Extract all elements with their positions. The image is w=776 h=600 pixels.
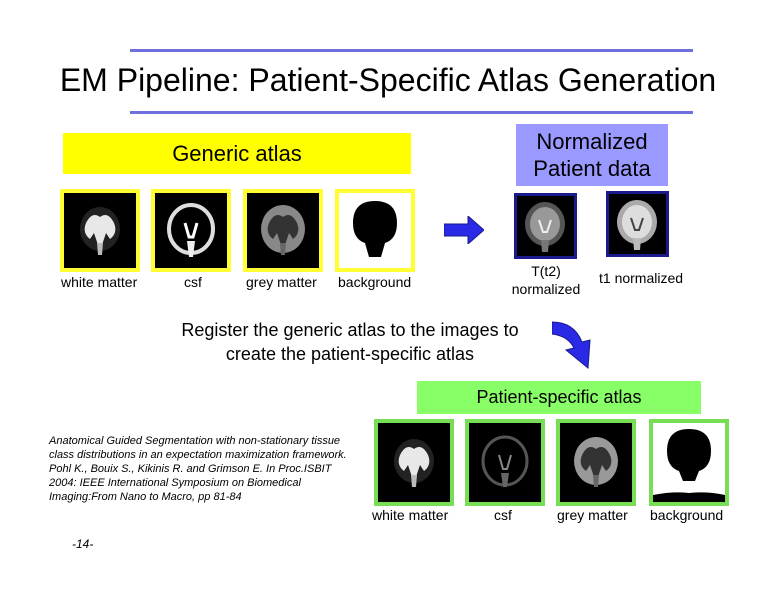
patient-white-matter-image — [374, 419, 454, 506]
citation-line: 2004: IEEE International Symposium on Bi… — [49, 477, 301, 489]
generic-caption-grey-matter: grey matter — [246, 274, 317, 290]
generic-atlas-label: Generic atlas — [63, 133, 411, 174]
patient-grey-matter-image — [556, 419, 636, 506]
t2-normalized-image — [514, 193, 577, 259]
patient-caption-csf: csf — [494, 507, 512, 523]
generic-grey-matter-image — [243, 189, 323, 272]
patient-csf-image — [465, 419, 545, 506]
t2-caption-line2: normalized — [511, 281, 581, 297]
citation-line: Imaging:From Nano to Macro, pp 81-84 — [49, 491, 242, 503]
citation-line: class distributions in an expectation ma… — [49, 449, 347, 461]
citation: Anatomical Guided Segmentation with non-… — [49, 434, 379, 504]
patient-caption-white-matter: white matter — [372, 507, 449, 523]
arrow-right-icon — [444, 216, 484, 244]
generic-background-image — [335, 189, 415, 272]
generic-white-matter-image — [60, 189, 140, 272]
curved-arrow-down-icon — [552, 321, 591, 369]
register-line2: create the patient-specific atlas — [225, 344, 475, 364]
register-description: Register the generic atlas to the images… — [150, 318, 550, 366]
patient-caption-grey-matter: grey matter — [557, 507, 628, 523]
normalized-label-line2: Patient data — [533, 156, 651, 181]
t2-caption-line1: T(t2) — [531, 263, 561, 279]
page-number: -14- — [72, 537, 94, 551]
patient-caption-background: background — [650, 507, 724, 523]
citation-line: Anatomical Guided Segmentation with non-… — [49, 435, 341, 447]
generic-caption-background: background — [338, 274, 412, 290]
generic-csf-image — [151, 189, 231, 272]
t1-normalized-image — [606, 191, 669, 257]
normalized-label-line1: Normalized — [536, 129, 648, 154]
register-line1: Register the generic atlas to the images… — [181, 320, 519, 340]
generic-caption-white-matter: white matter — [61, 274, 138, 290]
patient-specific-atlas-label: Patient-specific atlas — [417, 381, 701, 414]
t2-caption: T(t2) normalized — [500, 262, 592, 298]
title-rule-top — [130, 49, 693, 52]
normalized-patient-data-label: Normalized Patient data — [516, 124, 668, 186]
page-title: EM Pipeline: Patient-Specific Atlas Gene… — [59, 62, 717, 98]
citation-line: Pohl K., Bouix S., Kikinis R. and Grimso… — [49, 463, 332, 475]
patient-background-image — [649, 419, 729, 506]
title-rule-bottom — [130, 111, 693, 114]
generic-caption-csf: csf — [184, 274, 202, 290]
t1-caption: t1 normalized — [599, 270, 684, 286]
